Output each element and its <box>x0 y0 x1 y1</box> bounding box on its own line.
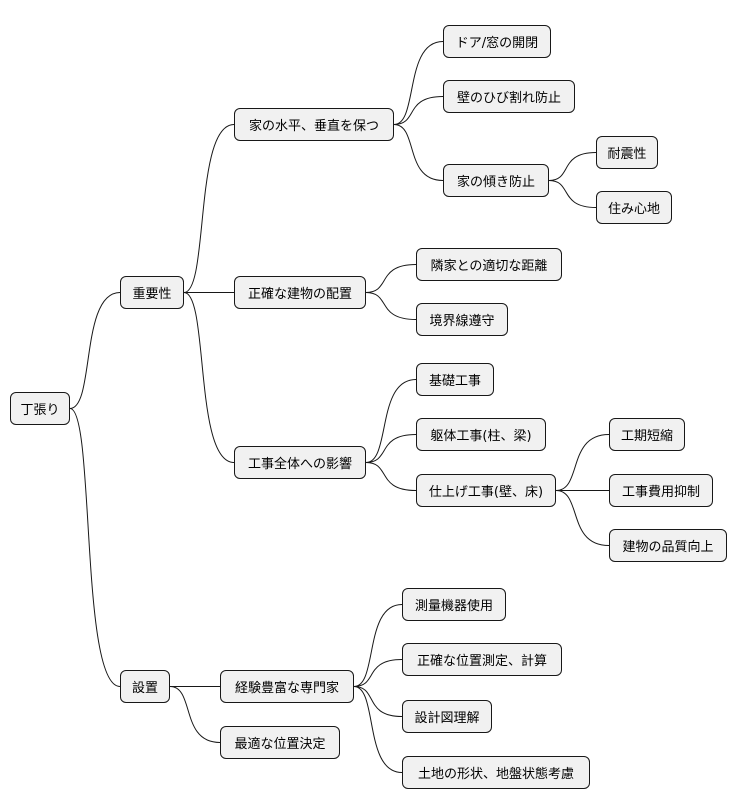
edge-n_level-n_tilt <box>393 124 444 181</box>
edge-root-n_setup <box>69 408 121 687</box>
node-position-decision: 最適な位置決定 <box>220 726 340 759</box>
edge-n_placement-n_distance <box>365 264 417 293</box>
node-drawing: 設計図理解 <box>402 700 492 733</box>
edge-n_expert-n_terrain <box>353 686 403 773</box>
node-neighbor-distance: 隣家との適切な距離 <box>416 248 562 281</box>
node-foundation: 基礎工事 <box>416 363 494 396</box>
node-importance: 重要性 <box>120 276 184 309</box>
edge-n_level-n_crack <box>393 96 444 125</box>
node-frame-work: 躯体工事(柱、梁) <box>416 418 546 451</box>
node-survey-instrument: 測量機器使用 <box>402 588 506 621</box>
edge-n_finish-n_quality <box>555 490 610 546</box>
node-terrain: 土地の形状、地盤状態考慮 <box>402 756 590 789</box>
edge-n_expert-n_instrument <box>353 604 403 687</box>
edge-n_influence-n_finish <box>365 462 417 491</box>
edge-n_importance-n_influence <box>183 292 235 463</box>
node-comfort: 住み心地 <box>596 191 672 224</box>
node-earthquake-resistance: 耐震性 <box>596 136 658 169</box>
edge-n_expert-n_drawing <box>353 686 403 717</box>
node-quality: 建物の品質向上 <box>609 529 727 562</box>
node-boundary: 境界線遵守 <box>416 303 508 336</box>
node-expert: 経験豊富な専門家 <box>220 670 354 703</box>
node-finish-work: 仕上げ工事(壁、床) <box>416 474 556 507</box>
edge-n_placement-n_boundary <box>365 292 417 320</box>
edge-n_importance-n_level <box>183 124 235 293</box>
node-door-window: ドア/窓の開閉 <box>443 25 551 58</box>
node-crack-prevention: 壁のひび割れ防止 <box>443 80 575 113</box>
edge-n_setup-n_decide <box>169 686 221 743</box>
edge-root-n_importance <box>69 292 121 409</box>
node-construction-influence: 工事全体への影響 <box>234 446 366 479</box>
edge-n_tilt-n_comfort <box>548 180 597 208</box>
edge-n_level-n_door <box>393 41 444 125</box>
node-shorter-schedule: 工期短縮 <box>609 418 685 451</box>
edge-n_tilt-n_quake <box>548 152 597 181</box>
node-measurement: 正確な位置測定、計算 <box>402 643 562 676</box>
node-placement: 正確な建物の配置 <box>234 276 366 309</box>
root-node: 丁張り <box>10 392 70 425</box>
edge-n_finish-n_short <box>555 434 610 491</box>
edge-n_influence-n_foundation <box>365 379 417 463</box>
edge-n_expert-n_measure <box>353 659 403 687</box>
node-keep-level: 家の水平、垂直を保つ <box>234 108 394 141</box>
node-tilt-prevention: 家の傾き防止 <box>443 164 549 197</box>
node-cost-control: 工事費用抑制 <box>609 474 713 507</box>
edge-n_influence-n_frame <box>365 434 417 463</box>
node-setup: 設置 <box>120 670 170 703</box>
